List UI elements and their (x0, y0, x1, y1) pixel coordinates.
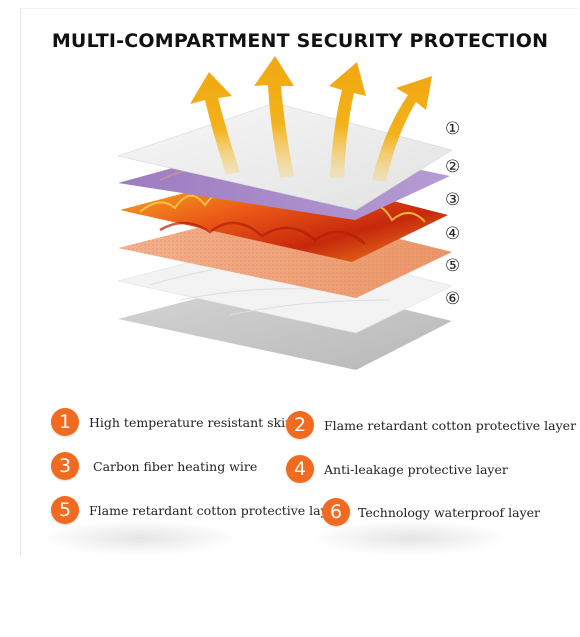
legend-item-2: 2 Flame retardant cotton protective laye… (286, 409, 576, 441)
layer-number-3: ③ (445, 190, 460, 210)
number-badge-icon: 1 (51, 408, 79, 436)
legend-text-5: Flame retardant cotton protective layer (89, 502, 342, 518)
number-badge-icon: 2 (286, 411, 314, 439)
page-title: MULTI-COMPARTMENT SECURITY PROTECTION (51, 30, 549, 52)
legend-item-3: 3 Carbon fiber heating wire (51, 450, 257, 482)
legend-text-3: Carbon fiber heating wire (93, 458, 258, 474)
legend-text-4: Anti-leakage protective layer (324, 461, 508, 477)
legend-item-5: 5 Flame retardant cotton protective laye… (51, 494, 341, 526)
number-badge-icon: 5 (51, 496, 79, 524)
image-frame (20, 8, 578, 556)
shadow-decoration (40, 520, 240, 556)
layer-number-2: ② (445, 157, 460, 177)
layer-number-1: ① (445, 119, 460, 139)
layer-diagram: ① ② ③ ④ ⑤ ⑥ (116, 56, 460, 370)
number-badge-icon: 6 (322, 498, 350, 526)
legend-item-4: 4 Anti-leakage protective layer (286, 453, 508, 485)
number-badge-icon: 4 (286, 455, 314, 483)
layer-number-5: ⑤ (445, 256, 460, 276)
number-badge-icon: 3 (51, 452, 79, 480)
heat-arrow-icon (190, 56, 432, 182)
legend-item-6: 6 Technology waterproof layer (322, 496, 540, 528)
layer-number-4: ④ (445, 224, 460, 244)
legend-text-2: Flame retardant cotton protective layer (324, 417, 577, 433)
legend-text-1: High temperature resistant skin (89, 414, 294, 430)
layer-number-6: ⑥ (445, 289, 460, 309)
legend-item-1: 1 High temperature resistant skin (51, 406, 293, 438)
shadow-decoration (310, 520, 510, 556)
legend-text-6: Technology waterproof layer (358, 504, 541, 520)
